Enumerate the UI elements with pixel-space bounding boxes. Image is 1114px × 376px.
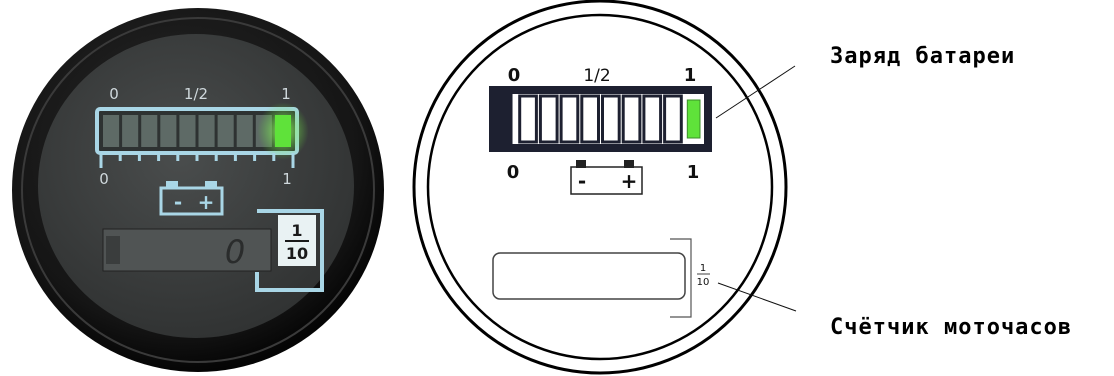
- diagram-gauge: 0 1/2 1 0 1 - + 1 10: [414, 1, 786, 373]
- battery-charge-label: Заряд батареи: [830, 44, 1015, 69]
- diagram-unit-denominator: 10: [697, 277, 710, 288]
- photo-charge-segment: [199, 115, 215, 147]
- diagram-charge-segments: [497, 94, 700, 144]
- diagram-charge-segment: [665, 96, 682, 142]
- diagram-charge-segment: [497, 94, 513, 144]
- photo-charge-segment: [179, 115, 195, 147]
- hour-meter-label: Счётчик моточасов: [830, 315, 1072, 340]
- diagram-counter-window: [493, 253, 685, 299]
- diagram-scale-top-0: 0: [508, 65, 521, 86]
- diagram-charge-segment: [603, 96, 620, 142]
- diagram-scale-bottom-0: 0: [507, 162, 520, 183]
- photo-battery-plus: +: [198, 190, 215, 214]
- diagram-charge-segment: [687, 100, 700, 138]
- photo-gauge: 0 1/2 1 0 1 - + 0 1 10: [12, 8, 384, 372]
- diagram-charge-segment: [540, 96, 557, 142]
- photo-counter-window: [103, 229, 271, 271]
- photo-scale-bottom-1: 1: [282, 170, 292, 188]
- diagram-battery-minus: -: [578, 169, 586, 193]
- photo-unit-numerator: 1: [291, 221, 302, 240]
- diagram-charge-segment: [582, 96, 599, 142]
- photo-charge-segment: [141, 115, 157, 147]
- diagram-scale-top-1: 1: [684, 65, 697, 86]
- photo-scale-top-0: 0: [109, 85, 119, 103]
- photo-charge-segment: [275, 115, 291, 147]
- diagram-charge-segment: [561, 96, 578, 142]
- diagram-charge-segment: [644, 96, 661, 142]
- diagram-unit-numerator: 1: [700, 263, 706, 274]
- photo-scale-top-half: 1/2: [184, 85, 208, 103]
- photo-unit-denominator: 10: [286, 244, 308, 263]
- photo-charge-segment: [160, 115, 176, 147]
- photo-counter-digit: 0: [225, 233, 245, 271]
- photo-charge-segment: [237, 115, 253, 147]
- photo-scale-bottom-0: 0: [99, 170, 109, 188]
- photo-charge-segment: [103, 115, 119, 147]
- photo-scale-top-1: 1: [281, 85, 291, 103]
- diagram-scale-bottom-1: 1: [687, 162, 700, 183]
- diagram-battery-plus: +: [621, 169, 638, 193]
- diagram-charge-segment: [623, 96, 640, 142]
- photo-counter-left-mark: [106, 236, 120, 264]
- photo-charge-segment: [218, 115, 234, 147]
- diagram-charge-segment: [520, 96, 537, 142]
- photo-charge-segment: [122, 115, 138, 147]
- photo-face: [38, 34, 354, 338]
- photo-battery-minus: -: [174, 190, 182, 214]
- diagram-scale-top-half: 1/2: [583, 66, 610, 86]
